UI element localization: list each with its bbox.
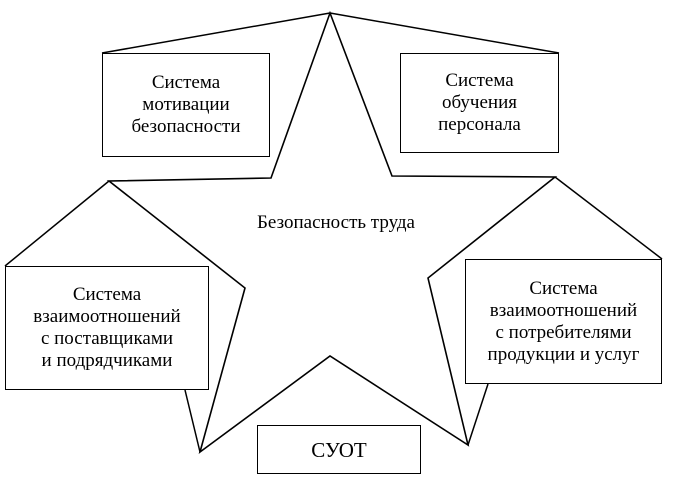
box-staff-training-system: Система обучения персонала [400,53,559,153]
box-consumer-relations-system-label: Система взаимоотношений с потребителями … [487,277,640,365]
box-supplier-relations-system-label: Система взаимоотношений с поставщиками и… [33,284,181,371]
star-shape [106,10,558,455]
connector-rightarm-to-boxright [554,176,663,260]
box-suot: СУОТ [257,425,421,474]
box-suot-label: СУОТ [311,437,367,462]
connector-leftarm-to-boxleft [4,180,110,267]
outer-pentagon [4,12,663,453]
box-motivation-system-label: Система мотивации безопасности [131,72,241,137]
center-label: Безопасность труда [257,212,415,233]
box-motivation-system: Система мотивации безопасности [102,53,270,157]
box-supplier-relations-system: Система взаимоотношений с поставщиками и… [5,266,209,390]
connector-bottomleft [184,389,201,453]
box-consumer-relations-system: Система взаимоотношений с потребителями … [465,259,662,384]
connector-top-to-topleft [101,12,331,54]
box-staff-training-system-label: Система обучения персонала [438,70,521,135]
connector-top-to-topright [329,12,560,54]
connector-bottomright [467,383,489,446]
